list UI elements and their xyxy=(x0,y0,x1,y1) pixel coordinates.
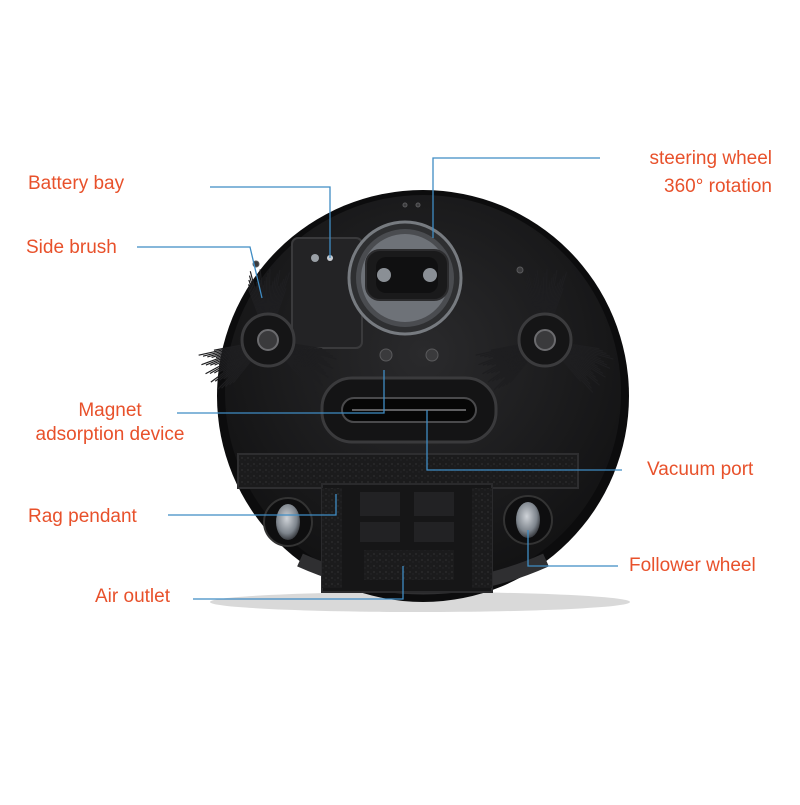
battery-bay-text: Battery bay xyxy=(28,173,125,194)
steering-text-line2: 360° rotation xyxy=(664,176,772,197)
label-magnet-adsorption: Magnet adsorption device xyxy=(20,399,200,447)
steering-text-line1: steering wheel xyxy=(649,148,772,169)
magnet-text-line1: Magnet xyxy=(78,400,142,421)
air-outlet-text: Air outlet xyxy=(95,586,170,607)
leader-side-brush xyxy=(137,246,263,299)
battery-bay-panel xyxy=(291,237,363,349)
floor-shadow xyxy=(210,592,630,612)
label-vacuum-port: Vacuum port xyxy=(647,458,753,482)
leader-rag-pendant xyxy=(168,494,337,516)
label-rag-pendant: Rag pendant xyxy=(28,505,137,529)
rag-pendant-strip xyxy=(237,453,579,489)
side-brush-left xyxy=(198,269,337,393)
side-brush-text: Side brush xyxy=(26,237,117,258)
leader-vacuum-port xyxy=(426,410,622,471)
vacuum-port-text: Vacuum port xyxy=(647,459,754,480)
rag-pendant-text: Rag pendant xyxy=(28,506,137,527)
leader-magnet xyxy=(177,370,385,414)
follower-wheel-text: Follower wheel xyxy=(629,555,756,576)
label-side-brush: Side brush xyxy=(26,236,117,260)
vacuum-port xyxy=(320,376,498,444)
steering-wheel-housing xyxy=(347,220,463,336)
label-air-outlet: Air outlet xyxy=(95,585,170,609)
label-battery-bay: Battery bay xyxy=(28,172,124,196)
follower-wheel-left xyxy=(263,497,313,547)
label-steering-wheel: steering wheel 360° rotation xyxy=(600,147,772,199)
leader-battery-bay xyxy=(210,186,331,258)
leader-air-outlet xyxy=(193,566,404,600)
air-outlet-block xyxy=(321,483,493,593)
leader-follower-wheel xyxy=(527,530,618,567)
side-brush-right xyxy=(475,269,614,393)
screws xyxy=(252,202,524,362)
magnet-text-line2: adsorption device xyxy=(35,424,185,445)
label-follower-wheel: Follower wheel xyxy=(629,554,756,578)
leader-lines xyxy=(137,157,622,600)
leader-steering-wheel xyxy=(432,157,600,238)
